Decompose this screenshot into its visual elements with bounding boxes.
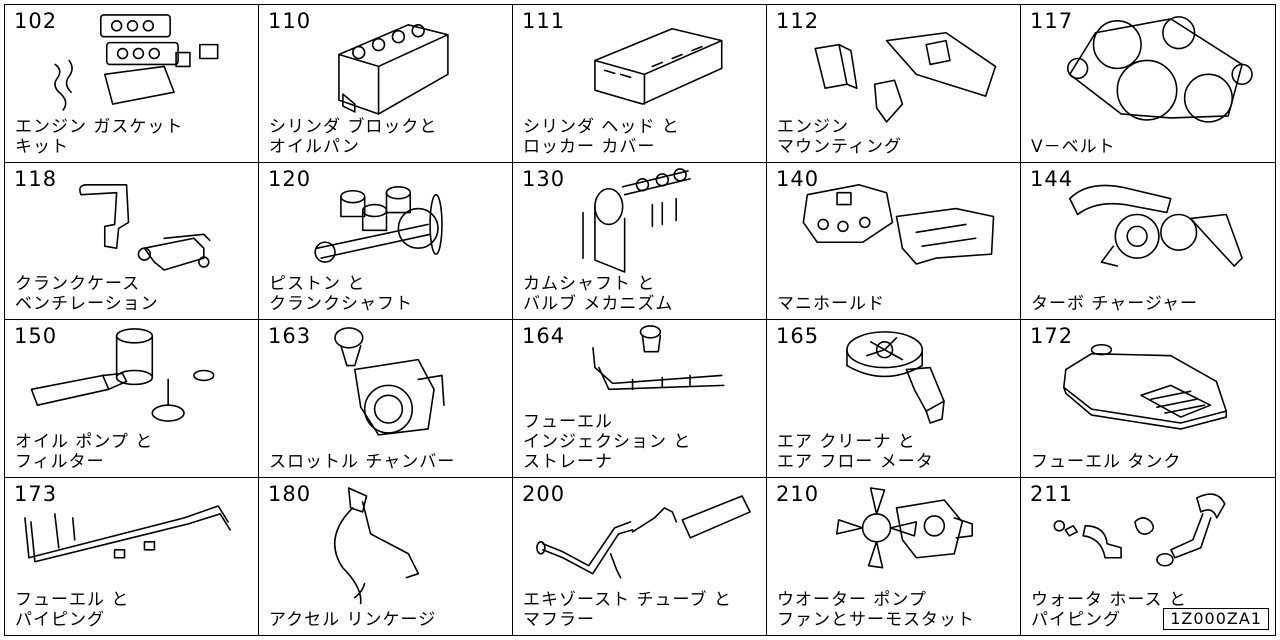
section-label: クランクケースベンチレーション	[15, 274, 159, 314]
section-code: 180	[268, 481, 312, 506]
section-label: オイル ポンプ とフィルター	[15, 431, 154, 472]
section-code: 144	[1030, 166, 1074, 191]
section-label: エキゾースト チューブ とマフラー	[523, 590, 732, 630]
section-200[interactable]: 200 エキゾースト チューブ とマフラー	[513, 477, 767, 635]
section-code: 210	[776, 481, 820, 506]
section-code: 140	[776, 166, 820, 191]
section-label: アクセル リンケージ	[269, 610, 437, 630]
section-173[interactable]: 173 フューエル とパイピング	[5, 477, 259, 635]
section-label: フューエルインジェクション とストレーナ	[523, 411, 692, 472]
section-102[interactable]: 102 エンジン ガスケットキット	[5, 5, 259, 163]
section-code: 120	[268, 166, 312, 191]
section-label: ターボ チャージャー	[1031, 294, 1199, 314]
section-163[interactable]: 163 スロットル チャンバー	[259, 320, 513, 478]
section-code: 163	[268, 324, 312, 348]
section-172[interactable]: 172 フューエル タンク	[1021, 320, 1275, 478]
section-144[interactable]: 144 ターボ チャージャー	[1021, 163, 1275, 320]
section-label: エンジン ガスケットキット	[15, 116, 184, 157]
section-code: 112	[776, 9, 820, 33]
section-label: スロットル チャンバー	[269, 451, 456, 472]
section-label: フューエル とパイピング	[15, 590, 130, 630]
section-label: ピストン とクランクシャフト	[269, 274, 413, 314]
section-111[interactable]: 111 シリンダ ヘッド とロッカー カバー	[513, 5, 767, 163]
parts-catalog-grid: 102 エンジン ガスケットキット 110 シリンダ ブロックとオイルパン	[4, 4, 1276, 636]
section-label: エンジンマウンティング	[777, 116, 902, 157]
section-code: 118	[14, 166, 58, 191]
catalog-reference-code: 1Z000ZA1	[1163, 608, 1269, 630]
section-code: 164	[522, 324, 566, 348]
section-label: マニホールド	[777, 294, 885, 314]
section-label: フューエル タンク	[1031, 451, 1182, 472]
section-150[interactable]: 150 オイル ポンプ とフィルター	[5, 320, 259, 478]
section-code: 173	[14, 481, 58, 506]
section-165[interactable]: 165 エア クリーナ とエア フロー メータ	[767, 320, 1021, 478]
section-117[interactable]: 117 V－ベルト	[1021, 5, 1275, 163]
section-code: 200	[522, 481, 566, 506]
section-118[interactable]: 118 クランクケースベンチレーション	[5, 162, 259, 320]
section-140[interactable]: 140 マニホールド	[767, 162, 1021, 320]
section-label: カムシャフト とバルブ メカニズム	[523, 274, 674, 314]
section-164[interactable]: 164 フューエルインジェクション とストレーナ	[513, 320, 767, 478]
section-code: 211	[1030, 481, 1074, 506]
section-180[interactable]: 180 アクセル リンケージ	[259, 477, 513, 635]
section-code: 165	[776, 324, 820, 348]
section-code: 130	[522, 166, 566, 191]
section-label: シリンダ ブロックとオイルパン	[269, 116, 438, 157]
section-112[interactable]: 112 エンジンマウンティング	[767, 5, 1021, 163]
section-130[interactable]: 130 カムシャフト とバルブ メカニズム	[513, 162, 767, 320]
section-code: 150	[14, 324, 58, 348]
section-120[interactable]: 120 ピストン とクランクシャフト	[259, 162, 513, 320]
section-label: V－ベルト	[1031, 136, 1116, 157]
section-label: ウォータ ホース とパイピング	[1031, 590, 1187, 630]
section-code: 172	[1030, 324, 1074, 348]
section-label: エア クリーナ とエア フロー メータ	[777, 431, 934, 472]
section-211[interactable]: 211 ウォータ ホース とパイピング 1Z000ZA1	[1021, 478, 1275, 636]
section-label: シリンダ ヘッド とロッカー カバー	[523, 116, 680, 157]
section-code: 110	[268, 9, 312, 33]
section-code: 111	[522, 9, 566, 33]
section-label: ウオーター ポンプファンとサーモスタット	[777, 590, 975, 630]
section-code: 117	[1030, 9, 1074, 33]
section-210[interactable]: 210 ウオーター ポンプファンとサーモスタット	[767, 477, 1021, 635]
section-110[interactable]: 110 シリンダ ブロックとオイルパン	[259, 5, 513, 163]
section-code: 102	[14, 9, 58, 33]
